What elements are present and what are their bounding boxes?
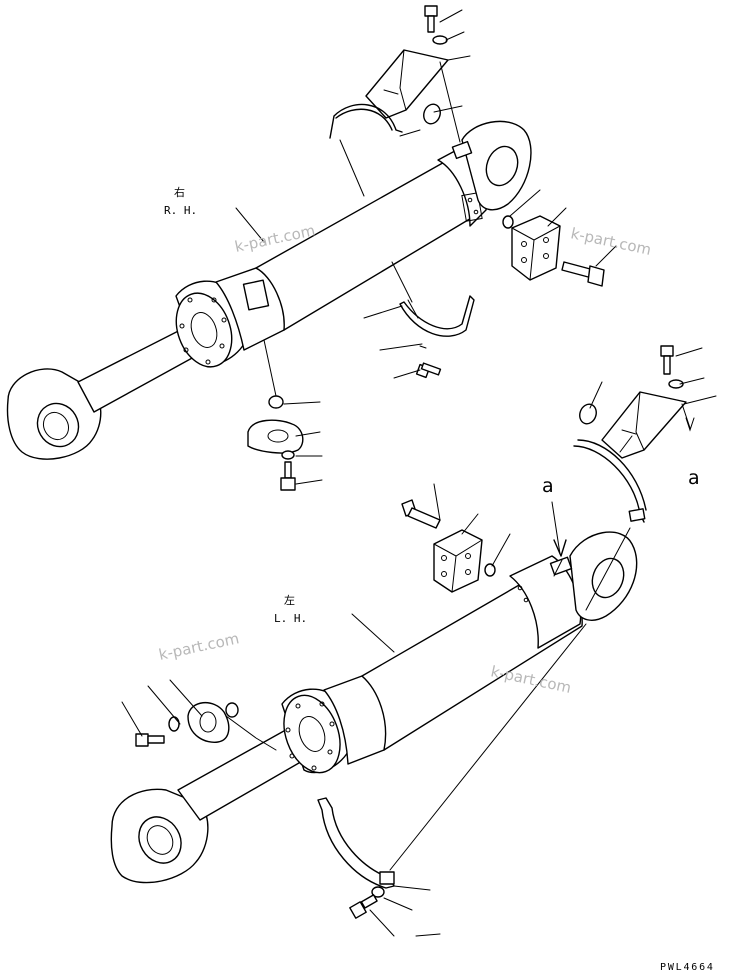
upper-rod-eye	[6, 368, 102, 460]
lower-plate-o-ring	[225, 702, 239, 718]
left-side-label: L. H.	[274, 612, 307, 625]
lower-lower-band	[317, 797, 395, 889]
upper-bolt-top	[424, 5, 438, 33]
lower-spacer	[579, 403, 597, 425]
upper-spacer	[423, 103, 441, 125]
lower-o-ring	[484, 563, 496, 577]
watermark: k-part.com	[569, 224, 653, 259]
watermark: k-part.com	[157, 629, 241, 664]
left-side-kanji: 左	[284, 594, 295, 607]
lower-band-bolt	[349, 894, 378, 919]
lower-flange-plate	[187, 702, 230, 743]
upper-clamp-assembly	[329, 5, 449, 139]
upper-flange-plate	[247, 419, 304, 454]
lower-bottom-eye	[569, 531, 638, 621]
lower-washer-top	[668, 379, 684, 389]
upper-o-ring	[502, 215, 514, 229]
lower-clamp-cover	[601, 391, 687, 459]
lower-valve-bolt	[401, 499, 441, 529]
upper-bottom-eye	[461, 120, 532, 211]
right-side-label: R. H.	[164, 204, 197, 217]
upper-clamp-cover	[365, 49, 449, 119]
upper-leader-lines	[235, 9, 617, 485]
lower-plate-washer	[168, 716, 180, 732]
lower-valve-block	[433, 529, 483, 593]
lower-leader-lines	[121, 347, 717, 937]
upper-valve-block	[511, 215, 561, 281]
lower-rod-eye	[110, 788, 209, 884]
upper-plate-bolt	[280, 461, 296, 491]
lower-band-washer	[371, 886, 385, 898]
lower-clamp-assembly	[573, 345, 695, 523]
upper-lower-band	[399, 295, 475, 337]
upper-plate-washer	[281, 450, 295, 460]
lower-bolt-top	[660, 345, 674, 375]
lower-gland-flange	[281, 688, 351, 774]
left-hand-cylinder	[110, 531, 638, 884]
upper-cylinder-barrel	[255, 159, 479, 331]
drawing-code: PWL4664	[660, 962, 715, 973]
upper-clamp-band	[329, 103, 403, 139]
upper-band-bolt	[415, 345, 442, 379]
watermark: k-part.com	[489, 662, 573, 697]
right-side-kanji: 右	[174, 185, 185, 199]
right-hand-cylinder	[6, 120, 532, 460]
ref-a-upper-label: a	[688, 467, 700, 489]
ref-a-lower-label: a	[542, 475, 554, 497]
upper-plate-o-ring	[268, 395, 284, 409]
lower-plate-bolt	[135, 733, 165, 747]
upper-valve-bolt	[561, 261, 605, 287]
upper-washer-top	[432, 35, 448, 45]
